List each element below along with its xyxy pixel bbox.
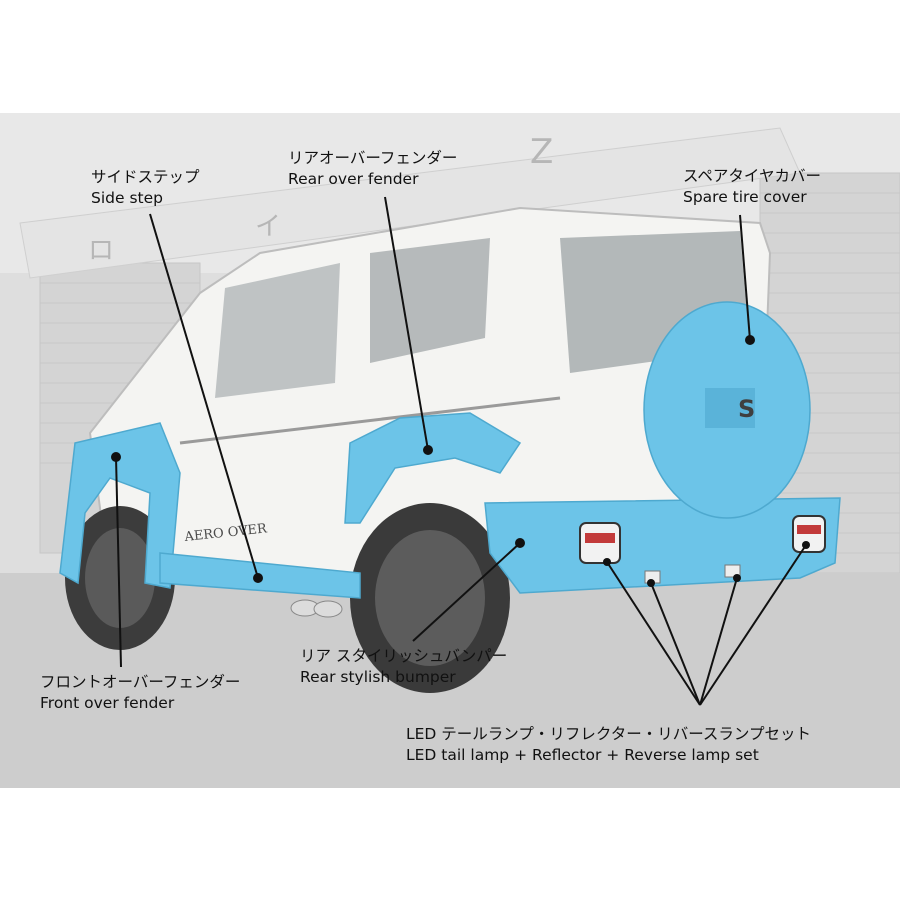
callout-ja: LED テールランプ・リフレクター・リバースランプセット bbox=[406, 725, 811, 743]
callout-ja: リアオーバーフェンダー bbox=[288, 149, 458, 167]
callout-en: Spare tire cover bbox=[683, 188, 807, 206]
callout-ja: サイドステップ bbox=[91, 168, 200, 186]
callout-rear-stylish-bumper: リア スタイリッシュバンパー Rear stylish bumper bbox=[300, 646, 507, 688]
callout-side-step: サイドステップ Side step bbox=[91, 167, 200, 209]
badge-plate bbox=[705, 388, 755, 428]
callout-en: Front over fender bbox=[40, 694, 175, 712]
callout-ja: フロントオーバーフェンダー bbox=[40, 673, 241, 691]
exhaust bbox=[290, 599, 343, 618]
banner-letter: イ bbox=[255, 212, 281, 242]
callout-en: Rear over fender bbox=[288, 170, 419, 188]
callout-ja: スペアタイヤカバー bbox=[683, 167, 821, 185]
banner-letter: ロ bbox=[88, 236, 114, 266]
callout-led-lamp-set: LED テールランプ・リフレクター・リバースランプセット LED tail la… bbox=[406, 724, 811, 766]
callout-en: Rear stylish bumper bbox=[300, 668, 456, 686]
callout-ja: リア スタイリッシュバンパー bbox=[300, 647, 508, 665]
badge-symbol: S bbox=[738, 395, 755, 423]
callout-front-over-fender: フロントオーバーフェンダー Front over fender bbox=[40, 672, 240, 714]
callout-en: LED tail lamp + Reflector + Reverse lamp… bbox=[406, 746, 759, 764]
callout-rear-over-fender: リアオーバーフェンダー Rear over fender bbox=[288, 148, 457, 190]
callout-en: Side step bbox=[91, 189, 163, 207]
callout-spare-tire-cover: スペアタイヤカバー Spare tire cover bbox=[683, 166, 821, 208]
led-lamps bbox=[579, 515, 826, 584]
banner-letter: Z bbox=[530, 132, 553, 172]
